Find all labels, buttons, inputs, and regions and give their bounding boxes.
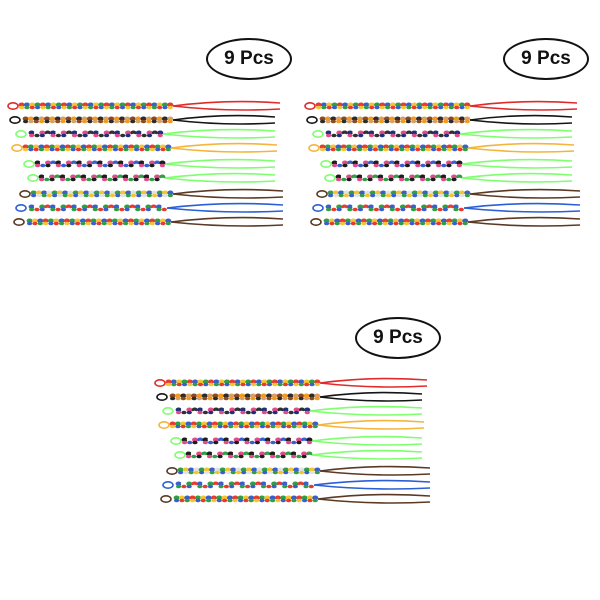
bracelet (9, 114, 276, 125)
quantity-badge: 9 Pcs (503, 38, 589, 80)
bracelet (312, 202, 581, 213)
bracelet (156, 391, 423, 402)
bracelet-set (304, 100, 581, 227)
quantity-badge: 9 Pcs (355, 317, 441, 359)
bracelet (11, 142, 278, 153)
bracelet (304, 100, 578, 111)
bracelet (310, 216, 581, 227)
bracelet (19, 188, 284, 199)
bracelet (324, 172, 573, 183)
bracelet (160, 493, 431, 504)
bracelet (158, 419, 425, 430)
bracelet (162, 479, 431, 490)
bracelet (23, 158, 276, 169)
bracelet (316, 188, 581, 199)
bracelet (162, 405, 423, 416)
bracelet (312, 128, 573, 139)
bracelet (308, 142, 575, 153)
bracelet (15, 202, 284, 213)
bracelet (7, 100, 281, 111)
bracelet-set (7, 100, 284, 227)
bracelet (166, 465, 431, 476)
quantity-badge: 9 Pcs (206, 38, 292, 80)
bracelet (15, 128, 276, 139)
bracelet (170, 435, 423, 446)
bracelet (27, 172, 276, 183)
bracelet (174, 449, 423, 460)
bracelet (13, 216, 284, 227)
bracelet (320, 158, 573, 169)
product-group-top-right: 9 Pcs (302, 30, 592, 230)
bracelet-set (154, 377, 431, 504)
bracelet (154, 377, 428, 388)
bracelet (306, 114, 573, 125)
product-group-top-left: 9 Pcs (5, 30, 295, 230)
product-group-bottom: 9 Pcs (152, 317, 442, 517)
